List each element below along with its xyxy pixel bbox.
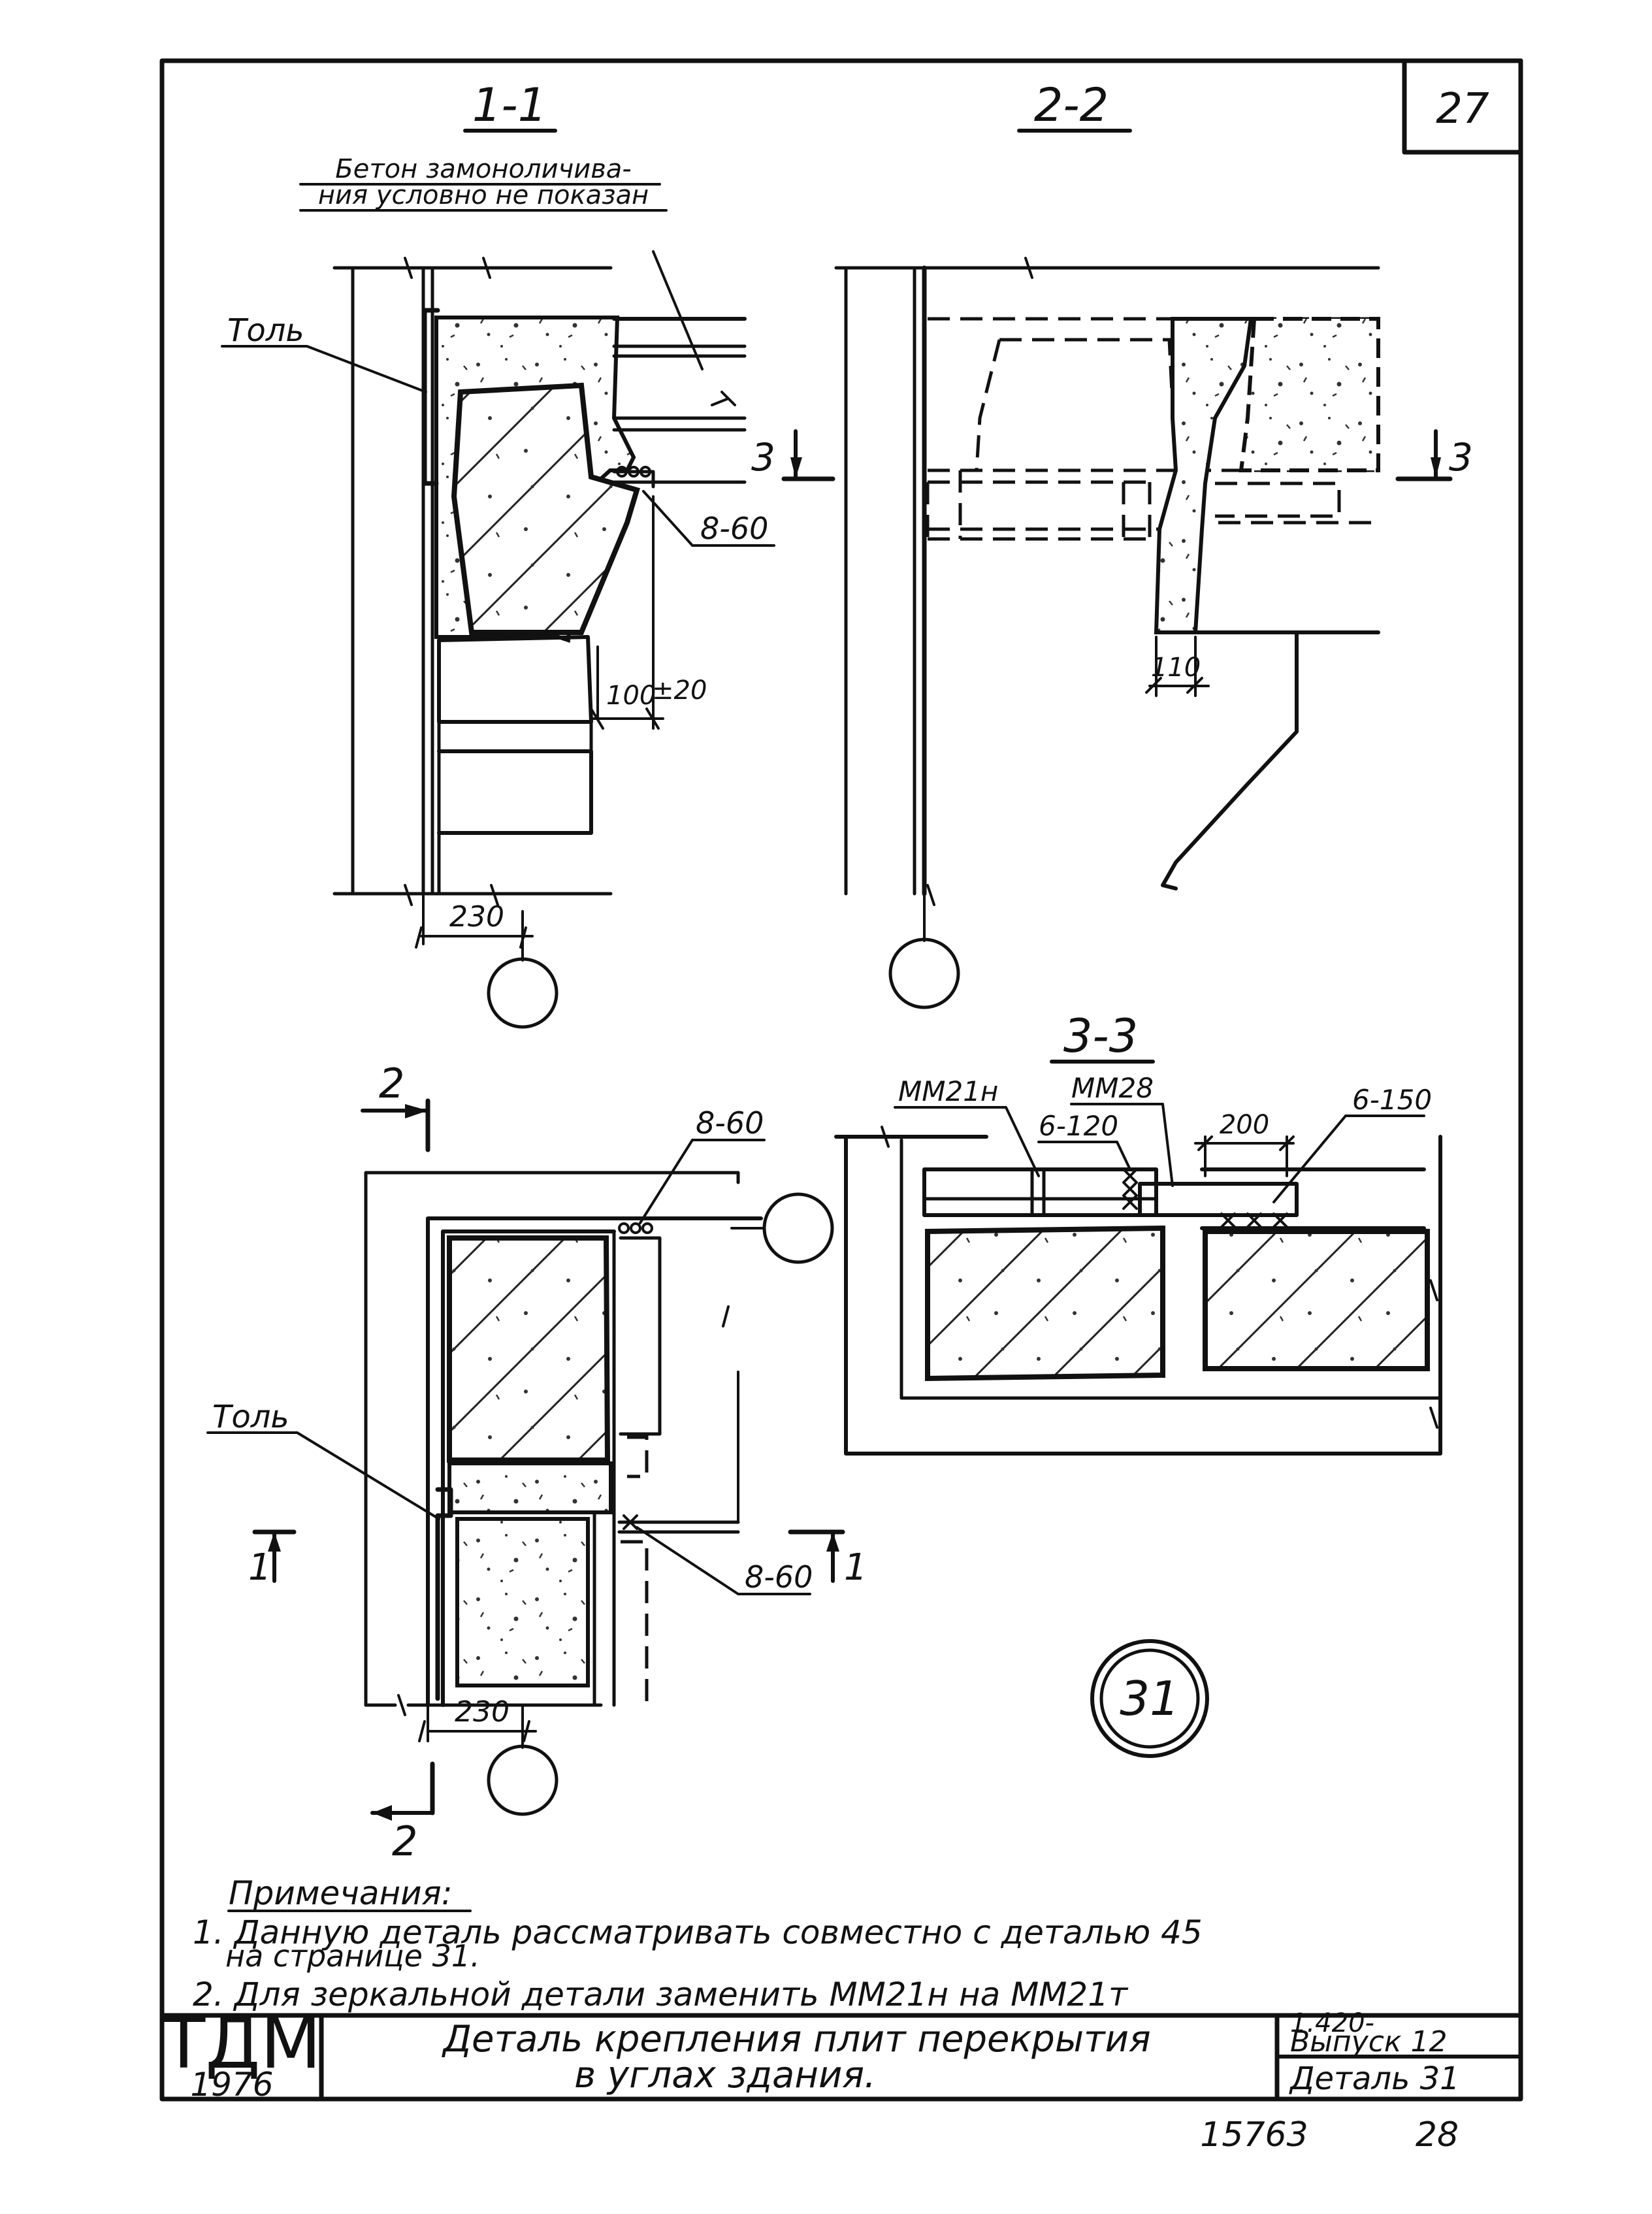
drawing-title-line-1: Деталь крепления плит перекрытия [441, 2018, 1151, 2060]
section-1-1-dim-100: 100 ±20 [590, 676, 707, 730]
series-issue: Выпуск 12 [1290, 2025, 1447, 2059]
plan-cut-2-top-label: 2 [379, 1060, 404, 1107]
section-2-2-cut-3-marker: 3 [1395, 429, 1473, 481]
title-block-org: ТДМ [161, 2003, 321, 2085]
section-3-3-mm28-bar [1138, 1182, 1299, 1217]
plan-cut-1-left: 1 [248, 1529, 297, 1589]
section-1-1-cut-3-label: 3 [751, 435, 775, 480]
notes-line-1: 1. Данную деталь рассматривать совместно… [193, 1913, 1203, 1951]
section-3-3-dim-200-value: 200 [1220, 1110, 1269, 1140]
section-1-1-title: 1-1 [472, 78, 547, 132]
section-3-3-slab-right [1203, 1229, 1430, 1371]
section-1-1-floor-slab [612, 250, 747, 484]
section-1-1-tol-strip [422, 308, 440, 486]
section-3-3-dim-200: 200 [1194, 1110, 1295, 1177]
page-number-box: 27 [1402, 58, 1523, 155]
section-1-1-dim-tolerance: ±20 [652, 676, 707, 706]
page-number: 27 [1436, 85, 1489, 133]
plan-cut-2-top: 2 [361, 1060, 430, 1152]
plan-rebar-top-label: 8-60 [696, 1105, 764, 1141]
notes-heading: Примечания: [229, 1874, 453, 1912]
detail-label: Деталь 31 [1289, 2060, 1460, 2097]
plan-slab-bottom [455, 1517, 590, 1687]
section-1-1: 1-1 Бетон замоноличива- ния условно не п… [221, 78, 835, 1029]
section-2-2-axis-bubble [888, 937, 960, 1009]
section-2-2-cut-3-label: 3 [1449, 435, 1473, 480]
section-2-2-concrete-fill [1154, 317, 1254, 634]
plan-rebar-top [618, 1222, 653, 1234]
plan-hidden-edges [617, 1236, 740, 1705]
plan-concrete-band [447, 1461, 613, 1514]
section-1-1-lower-blocks [437, 495, 655, 896]
plan-axis-bubble-right [762, 1192, 834, 1264]
section-2-2-lower-wall [1161, 630, 1299, 890]
plan-dim-230-value: 230 [455, 1695, 510, 1729]
plan-dim-230: 230 [418, 1695, 537, 1742]
section-1-1-slab-end [451, 382, 640, 635]
plan-cut-2-bottom-label: 2 [392, 1817, 417, 1865]
section-3-3-slab-left [925, 1225, 1165, 1382]
detail-31-number: 31 [1120, 1671, 1180, 1726]
plan-tol-label: Толь [212, 1399, 289, 1435]
section-1-1-rebar-marks [616, 466, 651, 478]
section-3-3: 3-3 ММ21н ММ28 6-120 6-150 [834, 1009, 1442, 1456]
section-2-2-concrete-right [1239, 317, 1380, 472]
detail-31-marker: 31 [1090, 1639, 1209, 1758]
notes-block: Примечания: 1. Данную деталь рассматрива… [193, 1874, 1203, 2013]
plan-cut-1-right-label: 1 [844, 1546, 867, 1589]
sheet-frame [159, 58, 1523, 2102]
plan-cut-2-bottom: 2 [370, 1761, 435, 1865]
plan-view: 2 2 [206, 1060, 1209, 1865]
section-3-3-mm21h-label: ММ21н [898, 1075, 998, 1107]
section-3-3-weld-marks [1122, 1168, 1288, 1228]
section-3-3-title: 3-3 [1063, 1009, 1138, 1063]
section-3-3-mm28-label: ММ28 [1071, 1072, 1154, 1104]
section-1-1-rebar-label: 8-60 [700, 511, 768, 546]
notes-line-2: на странице 31. [225, 1938, 480, 1974]
section-1-1-dim-230-value: 230 [449, 900, 504, 934]
notes-line-3: 2. Для зеркальной детали заменить ММ21н … [193, 1976, 1129, 2013]
plan-tol-strip [435, 1513, 453, 1701]
section-2-2-title: 2-2 [1034, 78, 1109, 132]
section-1-1-tol-label: Толь [227, 312, 304, 349]
section-1-1-dim-230: 230 [415, 892, 534, 949]
plan-cut-1-right: 1 [788, 1529, 867, 1589]
plan-cut-1-left-label: 1 [248, 1546, 272, 1589]
plan-rebar-bottom-label: 8-60 [745, 1559, 813, 1595]
plan-axis-bubble-bottom [487, 1744, 559, 1816]
section-1-1-dim-100-value: 100 [606, 681, 656, 711]
section-2-2: 2-2 [834, 78, 1473, 1009]
section-3-3-rebar-6-150-label: 6-150 [1352, 1084, 1432, 1116]
section-2-2-dim-110: 110 [1145, 636, 1210, 697]
plan-slab-top [447, 1235, 611, 1463]
section-1-1-note-line1: Бетон замоноличива- [335, 154, 631, 184]
footer-page: 28 [1416, 2115, 1459, 2155]
section-2-2-wall [834, 257, 1380, 906]
section-3-3-rebar-6-120-label: 6-120 [1039, 1110, 1118, 1142]
series-code: 1.420- [1290, 2008, 1374, 2038]
section-3-3-frame [834, 1135, 1442, 1456]
plan-rebar-bottom [623, 1514, 638, 1530]
section-1-1-axis-bubble [487, 957, 559, 1029]
footer-number: 15763 [1200, 2115, 1308, 2155]
title-block: ТДМ 1976 Деталь крепления плит перекрыти… [159, 2003, 1523, 2104]
drawing-title-line-2: в углах здания. [574, 2054, 876, 2096]
title-block-year: 1976 [190, 2066, 273, 2104]
section-2-2-dim-110-value: 110 [1151, 653, 1201, 683]
section-3-3-slab-top [922, 1167, 1426, 1230]
section-1-1-cut-3-marker: 3 [751, 429, 835, 481]
